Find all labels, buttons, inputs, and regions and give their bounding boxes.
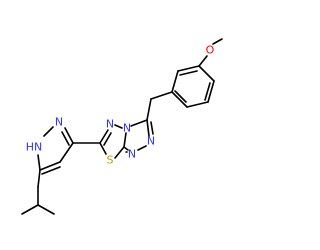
bond [146,98,152,121]
bond [150,121,154,135]
bond [198,55,208,67]
bond [146,119,150,137]
bond [103,132,112,146]
bond [114,146,125,159]
bond [99,142,107,155]
bond [41,166,61,175]
bond [99,129,109,144]
bond [37,204,55,215]
bond [204,82,211,101]
bond [123,146,129,151]
atom-triazole-n-upper: N [147,135,155,148]
atom-methoxy-o: O [206,44,215,57]
bond [21,204,39,215]
atom-pyrazole-nh: HN [26,141,43,154]
bond [171,70,179,93]
atom-pyrazole-n2: N [55,116,63,129]
bond [59,142,74,163]
bond [177,65,200,72]
bond [171,91,188,108]
bond [61,131,70,146]
bond [179,70,198,76]
bond [137,145,147,151]
bond [64,127,74,144]
bond [150,91,173,100]
bond [39,161,61,171]
structure-canvas: HN N N S N N N N O [21,38,223,215]
atom-bridge-n: N [123,122,131,135]
bond-layer [21,38,223,215]
atom-triazole-n-lower-left: N [128,148,136,161]
molecule-structure: HN N N S N N N N O [21,38,223,215]
bond [37,154,41,171]
atom-sulfur: S [107,154,114,167]
bond [198,65,215,82]
bond [186,101,209,108]
atom-thiadiazole-n: N [106,118,114,131]
bond [43,126,54,137]
bond [130,119,148,127]
bond [174,90,187,103]
bond [212,38,223,45]
atom-label-layer: HN N N S N N N N O [26,44,215,167]
bond [123,132,127,148]
bond [207,80,215,103]
bond [37,169,41,188]
bond [114,124,123,129]
